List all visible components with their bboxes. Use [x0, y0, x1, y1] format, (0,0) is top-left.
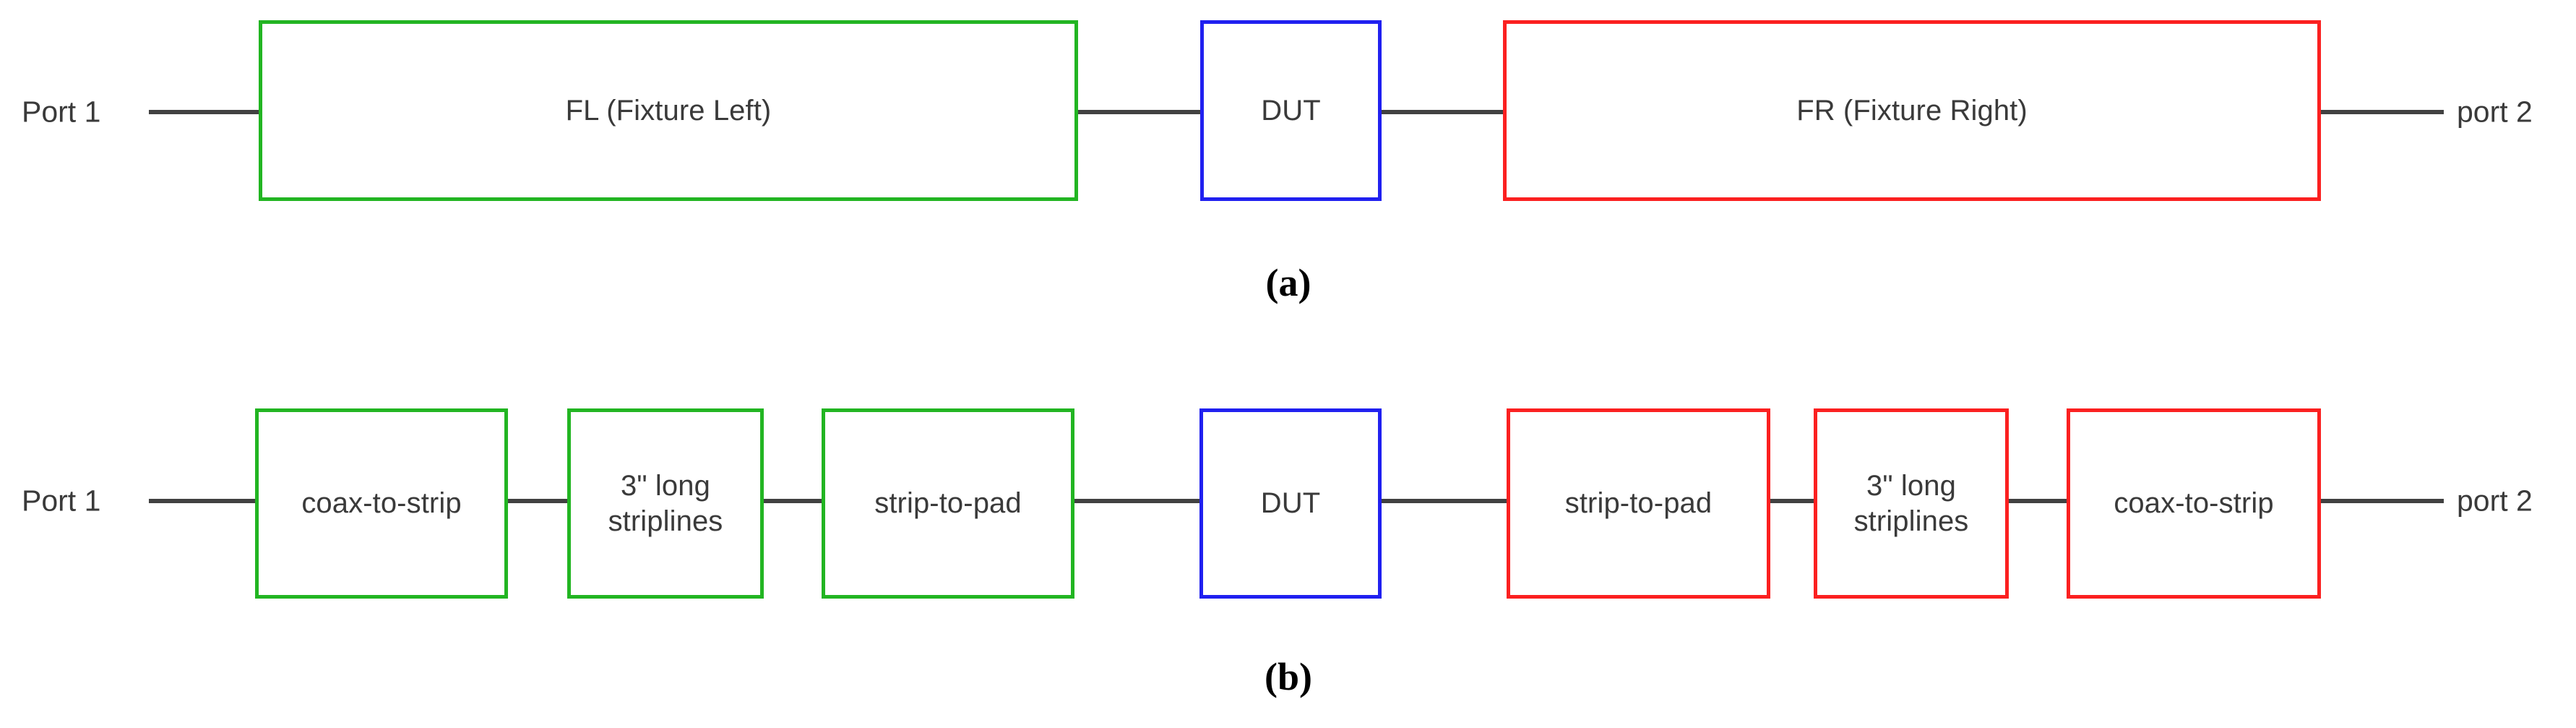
block-dut-b-label: DUT: [1260, 487, 1321, 520]
block-striplines-right-label: 3" long striplines: [1853, 469, 1969, 537]
block-strip-to-pad-right[interactable]: strip-to-pad: [1507, 408, 1770, 599]
wire-striptopadleft-to-dut: [1074, 499, 1199, 503]
block-fixture-left[interactable]: FL (Fixture Left): [259, 20, 1078, 201]
block-coax-to-strip-left-label: coax-to-strip: [301, 487, 462, 520]
block-dut-a-label: DUT: [1261, 94, 1321, 127]
block-striplines-left-label: 3" long striplines: [608, 469, 723, 537]
wire-fr-to-port2: [2321, 110, 2444, 114]
port-2-label-a: port 2: [2457, 95, 2533, 129]
wire-striptopadright-to-striplineright: [1770, 499, 1814, 503]
block-striplines-left[interactable]: 3" long striplines: [567, 408, 764, 599]
wire-striplineleft-to-striptopadleft: [764, 499, 822, 503]
caption-b: (b): [1265, 655, 1312, 698]
block-striplines-right[interactable]: 3" long striplines: [1814, 408, 2009, 599]
block-dut-a[interactable]: DUT: [1200, 20, 1382, 201]
block-fixture-right-label: FR (Fixture Right): [1796, 94, 2028, 127]
wire-dut-to-striptopadright: [1382, 499, 1507, 503]
block-fixture-right[interactable]: FR (Fixture Right): [1503, 20, 2321, 201]
block-strip-to-pad-left-label: strip-to-pad: [874, 487, 1022, 520]
block-coax-to-strip-right[interactable]: coax-to-strip: [2067, 408, 2321, 599]
block-dut-b[interactable]: DUT: [1199, 408, 1382, 599]
block-strip-to-pad-right-label: strip-to-pad: [1564, 487, 1713, 520]
port-1-label-b: Port 1: [22, 484, 101, 518]
block-coax-to-strip-right-label: coax-to-strip: [2114, 487, 2274, 520]
wire-fl-to-dut: [1078, 110, 1200, 114]
port-2-label-b: port 2: [2457, 484, 2533, 518]
port-1-label-a: Port 1: [22, 95, 101, 129]
wire-striplineright-to-coaxright: [2009, 499, 2067, 503]
caption-a: (a): [1265, 261, 1311, 304]
wire-port1-to-fl: [149, 110, 259, 114]
block-strip-to-pad-left[interactable]: strip-to-pad: [822, 408, 1074, 599]
block-fixture-left-label: FL (Fixture Left): [565, 94, 772, 127]
wire-port1-to-coax-left: [149, 499, 255, 503]
block-coax-to-strip-left[interactable]: coax-to-strip: [255, 408, 508, 599]
wire-dut-to-fr: [1382, 110, 1503, 114]
wire-coaxright-to-port2: [2321, 499, 2444, 503]
wire-coaxleft-to-striplineleft: [508, 499, 567, 503]
